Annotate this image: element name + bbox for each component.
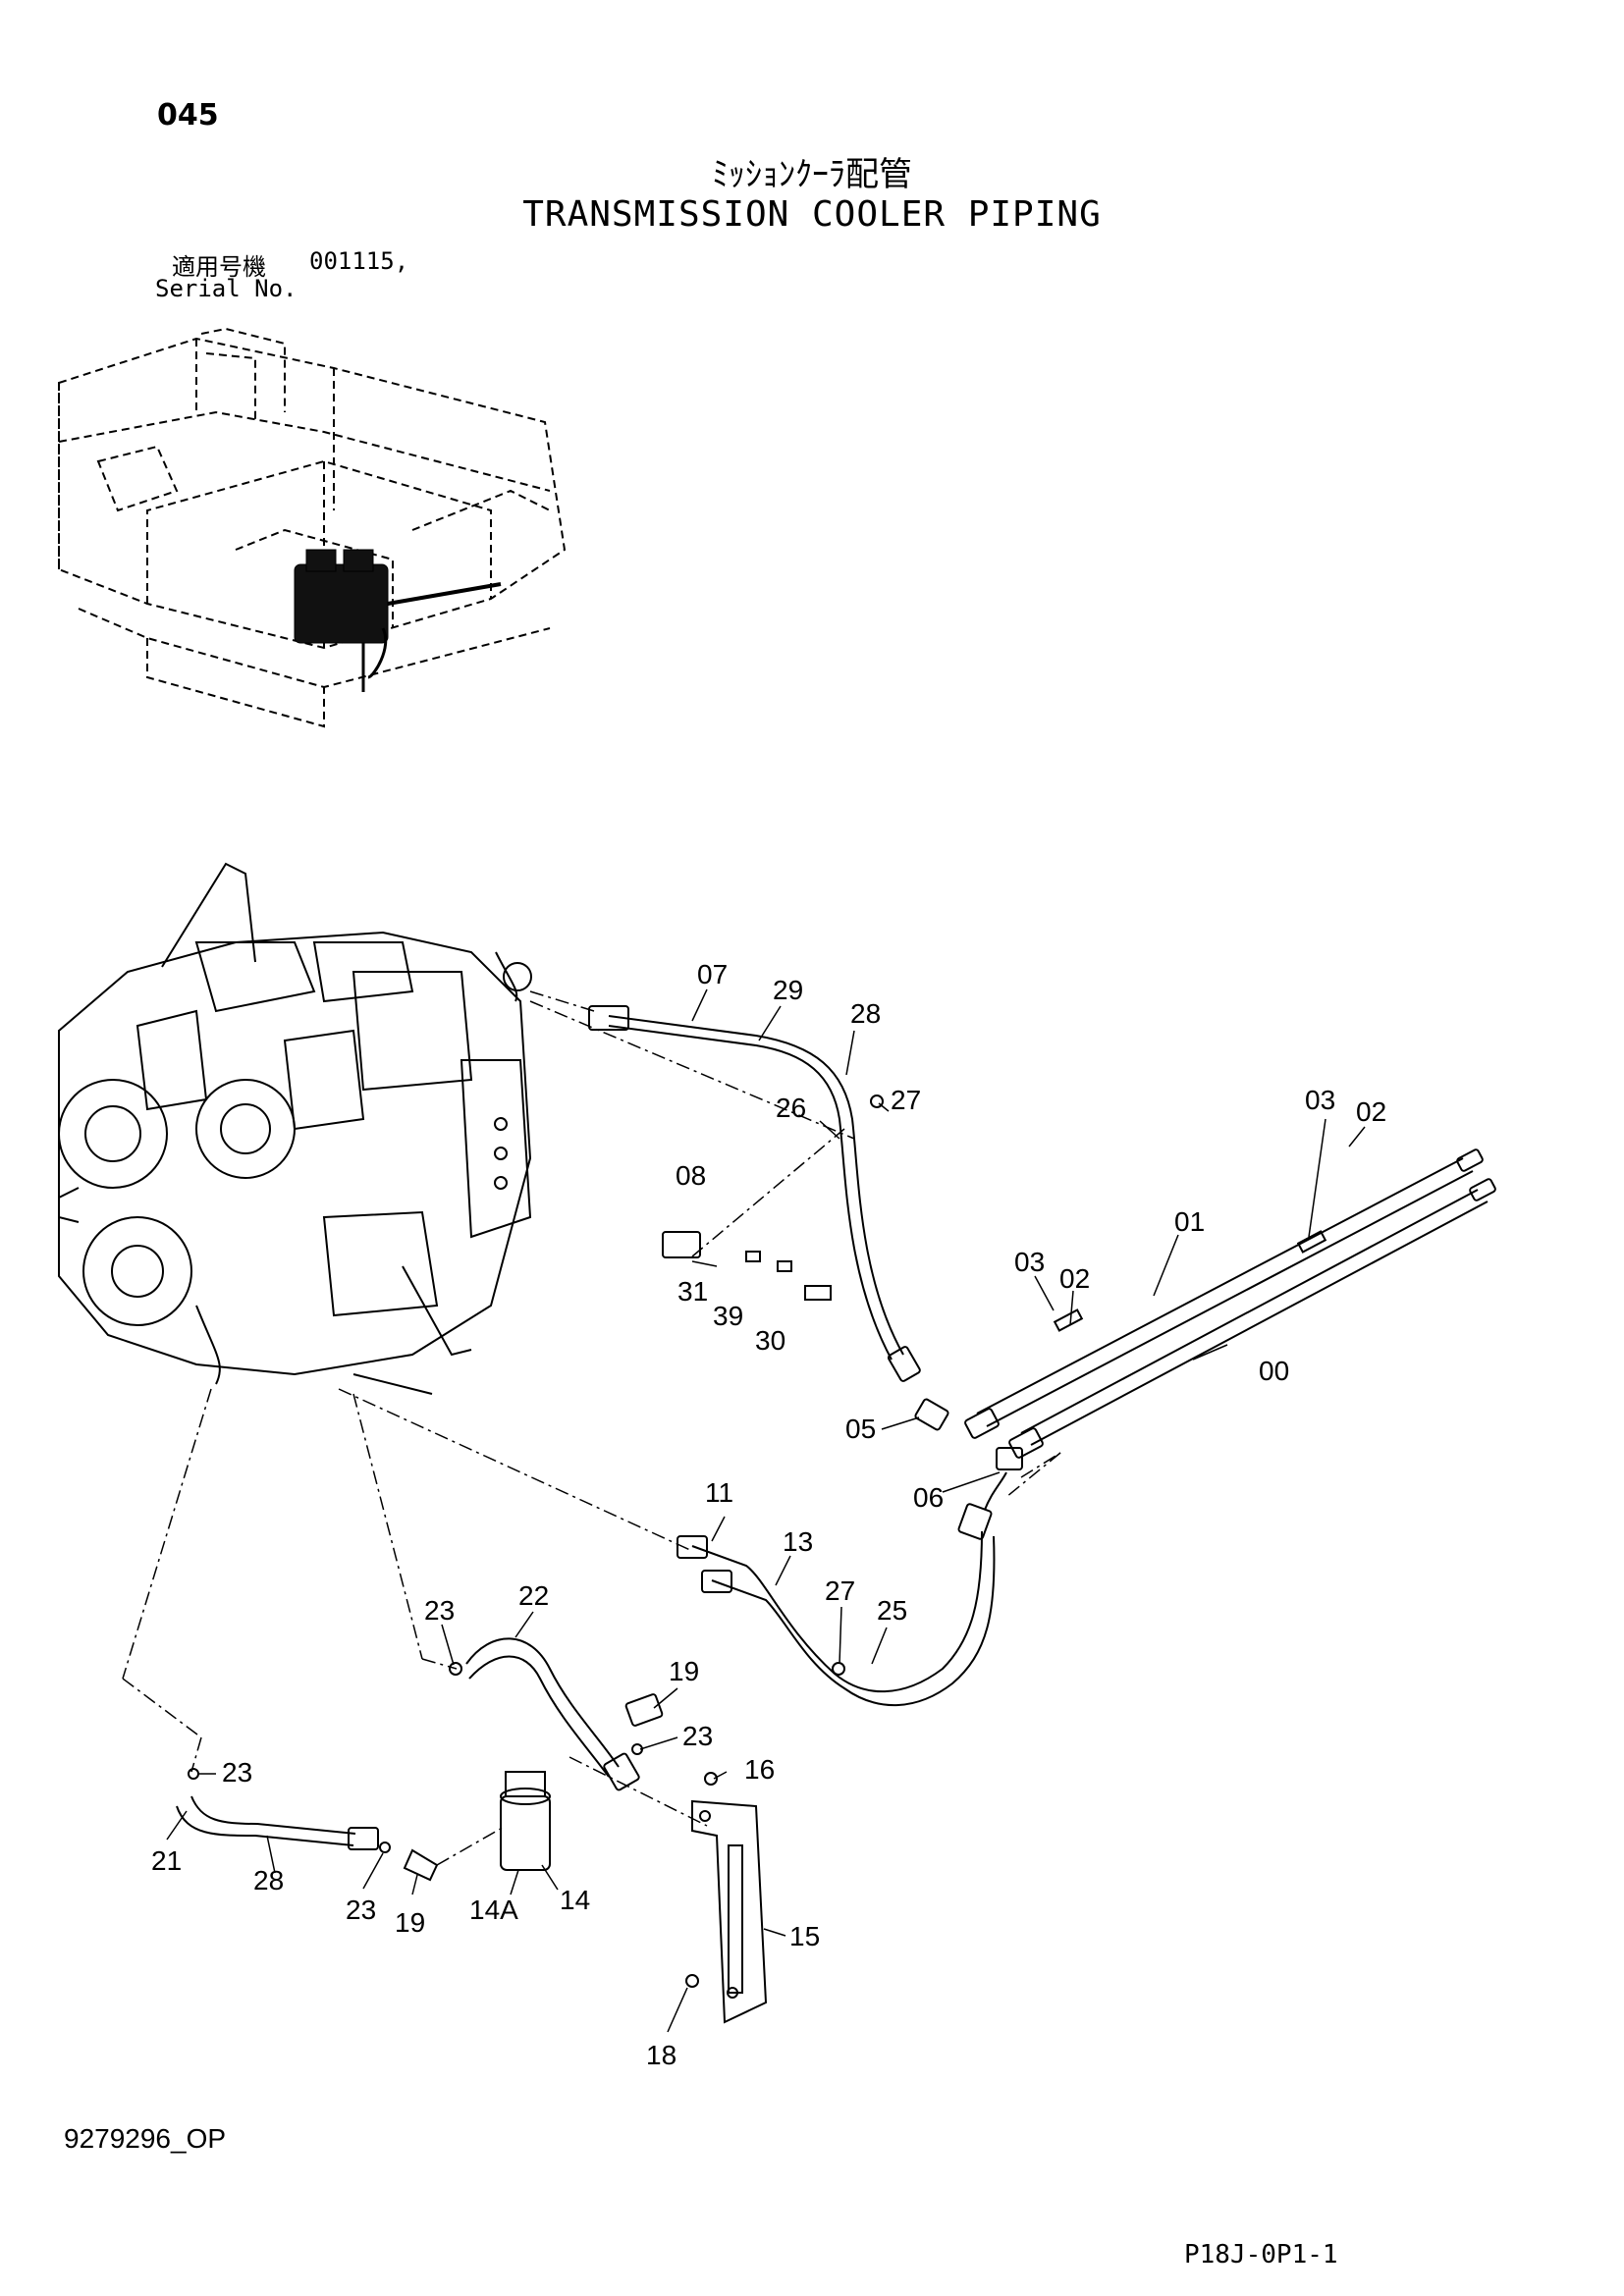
title-english: TRANSMISSION COOLER PIPING [522, 194, 1102, 235]
callout-31: 31 [677, 1276, 708, 1307]
filter-14 [500, 1771, 551, 1871]
callout-23: 23 [346, 1895, 376, 1925]
page-number: 045 [157, 98, 219, 133]
callout-11: 11 [705, 1477, 733, 1508]
title-japanese: ﾐｯｼｮﾝｸｰﾗ配管 [712, 155, 912, 194]
drawing-code: 9279296_OP [64, 2123, 227, 2154]
sheet-code: P18J-0P1-1 [1184, 2240, 1338, 2269]
hose-21-28 [176, 1795, 439, 1882]
callout-29: 29 [773, 975, 803, 1005]
callout-14A: 14A [469, 1895, 518, 1925]
callout-27: 27 [825, 1575, 855, 1606]
callout-28: 28 [253, 1865, 284, 1896]
callout-26: 26 [776, 1093, 806, 1123]
callout-13: 13 [783, 1526, 813, 1557]
machine-overview-illustration [58, 327, 567, 728]
callout-14: 14 [560, 1885, 590, 1915]
callout-23: 23 [222, 1757, 252, 1788]
serial-label-english: Serial No. [155, 275, 298, 302]
serial-label-japanese: 適用号機 [172, 253, 266, 281]
callout-23: 23 [682, 1721, 713, 1751]
fittings [188, 1095, 1327, 1988]
callout-03: 03 [1305, 1085, 1335, 1115]
callout-07: 07 [697, 959, 728, 989]
callout-27: 27 [891, 1085, 921, 1115]
callout-28: 28 [850, 998, 881, 1029]
callout-labels: 07 29 28 27 26 03 02 08 01 03 02 31 39 3… [151, 959, 1386, 2070]
callout-25: 25 [877, 1595, 907, 1626]
callout-03: 03 [1014, 1247, 1045, 1277]
transmission-highlight-illustration [294, 549, 502, 692]
hose-07-28 [588, 1005, 921, 1382]
callout-05: 05 [845, 1414, 876, 1444]
transmission-assembly-illustration [58, 862, 532, 1395]
callout-23: 23 [424, 1595, 455, 1626]
hose-22 [465, 1637, 640, 1791]
callout-18: 18 [646, 2040, 677, 2070]
callout-00: 00 [1259, 1356, 1289, 1386]
callout-22: 22 [518, 1580, 549, 1611]
pipe-00-01 [964, 1148, 1496, 1459]
callout-01: 01 [1174, 1206, 1205, 1237]
callout-19: 19 [669, 1656, 699, 1686]
serial-value: 001115, [309, 247, 409, 275]
callout-16: 16 [744, 1754, 775, 1785]
callout-21: 21 [151, 1845, 182, 1876]
bracket-15 [691, 1799, 768, 2024]
callout-39: 39 [713, 1301, 743, 1331]
callout-15: 15 [789, 1921, 820, 1951]
callout-02: 02 [1059, 1263, 1090, 1294]
callout-30: 30 [755, 1325, 785, 1356]
callout-06: 06 [913, 1482, 944, 1513]
leader-lines [166, 988, 1366, 2033]
callout-08: 08 [676, 1160, 706, 1191]
hose-11-13 [677, 1471, 1007, 1706]
reference-lines [122, 990, 1061, 1866]
callout-02: 02 [1356, 1096, 1386, 1127]
callout-19: 19 [395, 1907, 425, 1938]
